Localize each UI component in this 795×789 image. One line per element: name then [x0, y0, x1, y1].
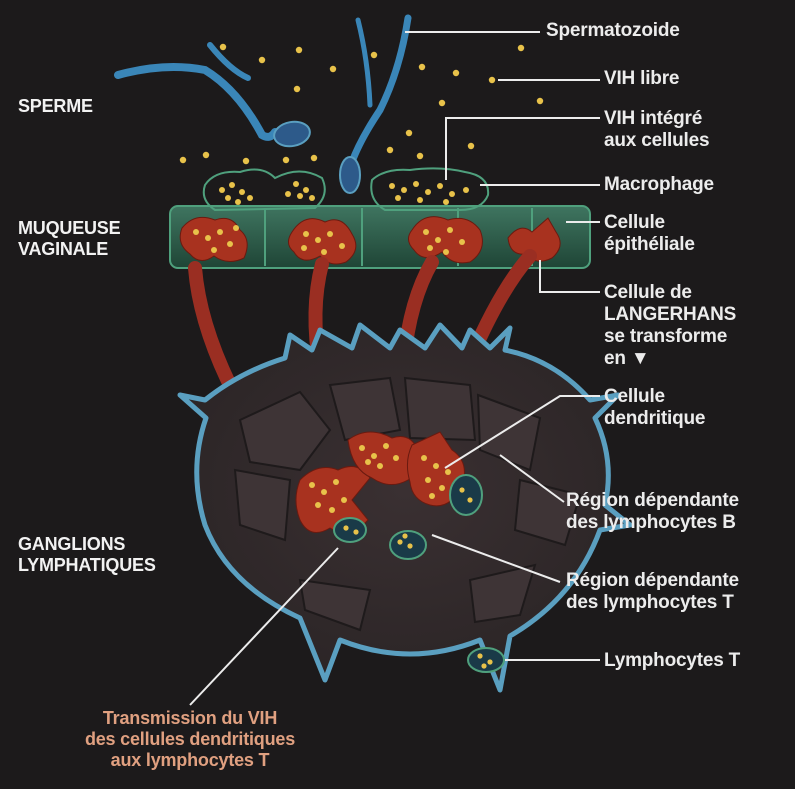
label-sperme: SPERME	[18, 96, 93, 117]
label-cellule-dendritique: Cellule dendritique	[604, 386, 705, 430]
label-cellule-epitheliale: Cellule épithéliale	[604, 212, 695, 256]
label-lymphocytes-t: Lymphocytes T	[604, 650, 740, 672]
label-region-lymphocytes-b: Région dépendante des lymphocytes B	[566, 490, 739, 534]
label-transmission-vih: Transmission du VIH des cellules dendrit…	[40, 708, 340, 771]
label-ganglions-lymphatiques: GANGLIONS LYMPHATIQUES	[18, 534, 156, 576]
label-vih-integre: VIH intégré aux cellules	[604, 108, 709, 152]
label-region-lymphocytes-t: Région dépendante des lymphocytes T	[566, 570, 739, 614]
lymph-node	[180, 325, 630, 690]
label-macrophage: Macrophage	[604, 174, 714, 196]
label-cellule-langerhans: Cellule de LANGERHANS se transforme en ▼	[604, 282, 736, 370]
label-muqueuse-vaginale: MUQUEUSE VAGINALE	[18, 218, 120, 260]
label-spermatozoide: Spermatozoide	[546, 20, 680, 42]
label-vih-libre: VIH libre	[604, 68, 679, 90]
spermatozoa	[118, 18, 408, 193]
